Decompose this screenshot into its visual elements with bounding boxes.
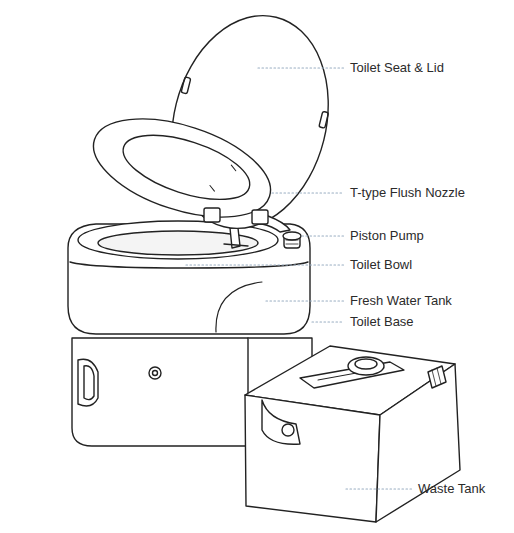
leader-line [266,300,344,301]
lid-bumper [319,111,329,128]
leader-line [302,235,344,236]
base-opening-inner [84,366,94,400]
piston-pump-cap [283,232,301,240]
toilet-seat [82,100,283,237]
leader-line [258,67,344,68]
waste-tank-handle [262,400,300,444]
leader-line [272,192,344,193]
part-label: Toilet Seat & Lid [350,60,444,76]
part-label: Fresh Water Tank [350,293,452,309]
waste-tank-front [245,395,380,522]
leader-line [312,321,344,322]
seat-bumper [209,161,237,196]
waste-tank-port [282,424,294,436]
part-label: Waste Tank [418,481,485,497]
bowl-rim-line [70,262,308,268]
seat-hinge [204,208,220,222]
waste-tank-spout [348,357,384,375]
lid-bumper [181,77,191,94]
base-opening [78,359,98,406]
part-label: T-type Flush Nozzle [350,185,465,201]
waste-tank-spout-inner [355,359,377,369]
base-screw-inner [153,371,158,376]
flush-nozzle-t [224,244,248,246]
piston-pump-grip [286,240,298,244]
waste-tank-valve-grip [432,368,441,386]
leader-line [346,488,412,489]
part-label: Toilet Base [350,314,414,330]
part-label: Piston Pump [350,228,424,244]
leader-lines [186,68,412,489]
leader-line [186,264,344,265]
part-label: Toilet Bowl [350,257,412,273]
toilet-base [72,338,248,446]
seat-hinge [252,210,268,224]
front-arc [216,282,262,332]
waste-tank-side [376,364,460,522]
toilet-seat-hole [116,122,258,212]
base-screw [149,367,161,379]
waste-tank-valve [428,366,446,388]
